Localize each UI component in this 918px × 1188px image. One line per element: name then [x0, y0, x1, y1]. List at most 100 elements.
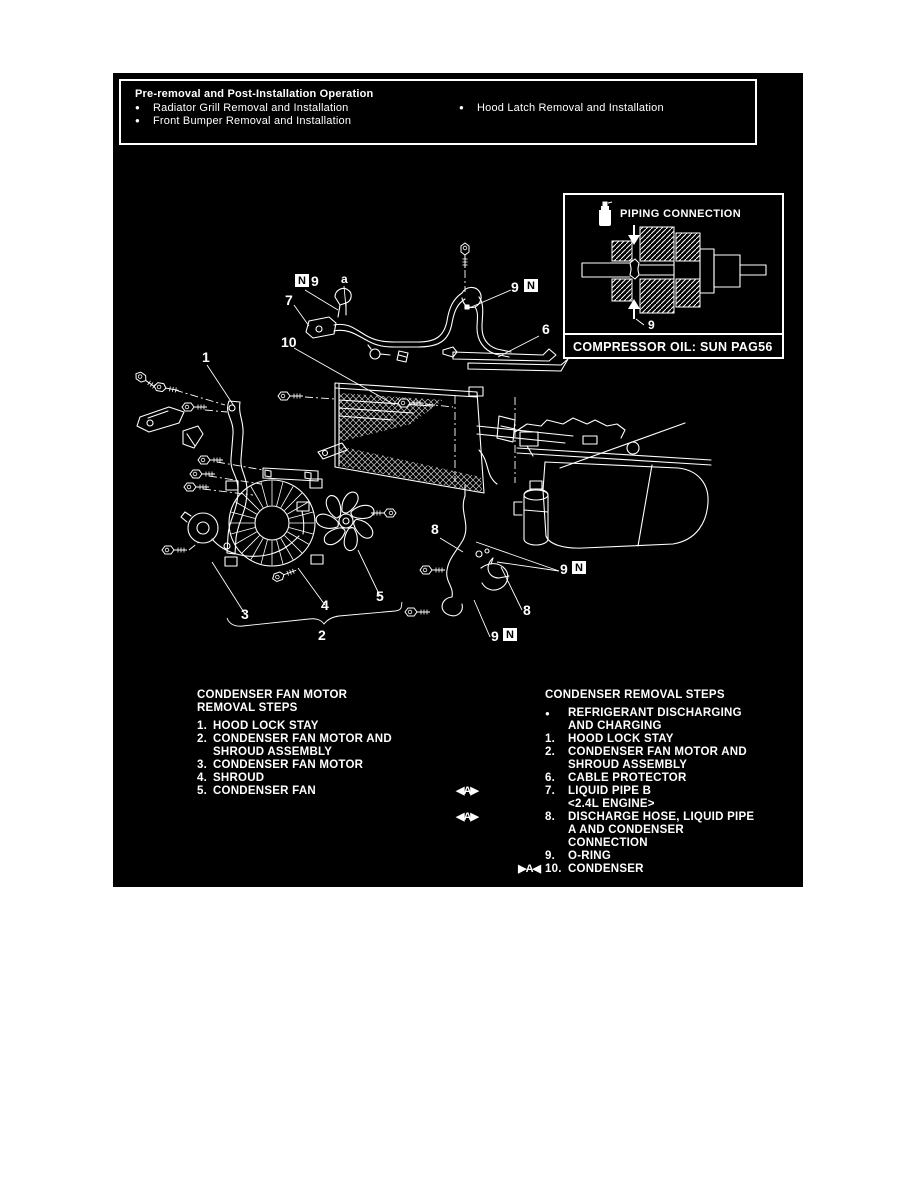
service-marker [456, 707, 545, 733]
step-text: SHROUD ASSEMBLY [213, 746, 333, 758]
step-number: 5. [197, 785, 208, 797]
step-number: 3. [197, 759, 208, 771]
bullet-icon: ● [135, 116, 141, 125]
bolt-drawing [460, 242, 470, 269]
pre-post-item-label: Radiator Grill Removal and Installation [153, 102, 349, 114]
step-item: ◀A▶ 8. DISCHARGE HOSE, LIQUID PIPE A AND… [456, 811, 796, 850]
steps-title: CONDENSER FAN MOTOR REMOVAL STEPS [197, 689, 459, 715]
bolt-drawing [277, 391, 304, 401]
step-text: A AND CONDENSER [568, 824, 684, 836]
callout-1: 1 [202, 349, 210, 365]
n-box [295, 274, 309, 287]
callout-9: 9 [311, 273, 319, 289]
step-number: 2. [197, 733, 208, 745]
pre-post-operation-box: Pre-removal and Post-Installation Operat… [119, 79, 757, 145]
step-item: 6. CABLE PROTECTOR [456, 772, 796, 785]
service-marker-ab: ◀A▶ [456, 785, 479, 797]
step-text: CONDENSER FAN MOTOR [213, 759, 364, 771]
bullet-icon: ● [545, 709, 551, 718]
bolt-drawing [161, 545, 188, 555]
exploded-view-diagram: N 9 a 7 10 9 N 6 1 8 9 N 8 9 N 3 4 5 [133, 242, 712, 644]
callout-n: N [298, 275, 306, 287]
bullet-icon: ● [459, 103, 465, 112]
service-marker [456, 746, 545, 772]
pre-post-item-label: Hood Latch Removal and Installation [477, 102, 664, 114]
bolt-drawing [152, 381, 180, 395]
pre-post-item-label: Front Bumper Removal and Installation [153, 115, 352, 127]
steps-title-line: REMOVAL STEPS [197, 702, 298, 714]
bolt-drawing [181, 402, 208, 412]
step-text: CONDENSER [568, 863, 644, 875]
step-text: REFRIGERANT DISCHARGING [568, 707, 742, 719]
liquid-pipe-b-drawing [305, 286, 512, 358]
callout-3: 3 [241, 606, 249, 622]
step-item: 2. CONDENSER FAN MOTOR AND SHROUD ASSEMB… [456, 746, 796, 772]
bolt-drawing [270, 565, 299, 584]
step-number: 4. [197, 772, 208, 784]
step-text: DISCHARGE HOSE, LIQUID PIPE [568, 811, 755, 823]
o-ring-arrows [628, 225, 645, 326]
pre-post-item: ● Radiator Grill Removal and Installation [135, 102, 349, 114]
service-marker [456, 772, 545, 785]
pre-post-item: ● Hood Latch Removal and Installation [459, 102, 664, 114]
step-item: 2. CONDENSER FAN MOTOR AND SHROUD ASSEMB… [197, 733, 459, 759]
callout-9: 9 [560, 561, 568, 577]
step-text: CONDENSER FAN [213, 785, 316, 797]
condenser-drawing [317, 382, 516, 494]
callout-8: 8 [431, 521, 439, 537]
condenser-removal-steps: CONDENSER REMOVAL STEPS ● REFRIGERANT DI… [456, 689, 796, 876]
step-item: 1. HOOD LOCK STAY [197, 720, 459, 733]
callout-n: N [506, 629, 514, 641]
step-text: LIQUID PIPE B [568, 785, 652, 797]
step-number: 8. [545, 811, 556, 823]
step-number: 1. [545, 733, 556, 745]
bolt-drawing [183, 482, 210, 492]
step-item: 4. SHROUD [197, 772, 459, 785]
callout-a: a [341, 272, 348, 286]
receiver-drier-drawing [487, 480, 549, 579]
piping-connection-inset: PIPING CONNECTION [563, 193, 784, 359]
step-text: CONDENSER FAN MOTOR AND [568, 746, 747, 758]
callout-labels: N 9 a 7 10 9 N 6 1 8 9 N 8 9 N 3 4 5 [202, 272, 586, 644]
callout-9: 9 [491, 628, 499, 644]
oil-can-icon [599, 201, 613, 226]
step-number: 9. [545, 850, 556, 862]
service-marker-ab: ◀A▶ [456, 811, 479, 823]
steps-title-line: CONDENSER FAN MOTOR [197, 689, 348, 701]
shroud-drawing [224, 467, 324, 567]
steps-title: CONDENSER REMOVAL STEPS [545, 689, 725, 701]
step-text: HOOD LOCK STAY [213, 720, 319, 732]
n-box [503, 628, 517, 641]
step-item: 9. O-RING [456, 850, 796, 863]
callout-n: N [575, 562, 583, 574]
callout-8: 8 [523, 602, 531, 618]
step-text: HOOD LOCK STAY [568, 733, 674, 745]
condenser-fan-motor-removal-steps: CONDENSER FAN MOTOR REMOVAL STEPS 1. HOO… [197, 689, 459, 798]
piping-connection-label: PIPING CONNECTION [620, 208, 742, 220]
step-text: SHROUD [213, 772, 265, 784]
pipe-section-lines [581, 248, 767, 294]
pre-post-title: Pre-removal and Post-Installation Operat… [135, 88, 374, 100]
callout-7: 7 [285, 292, 293, 308]
step-number: 1. [197, 720, 208, 732]
step-item: 1. HOOD LOCK STAY [456, 733, 796, 746]
n-box [524, 279, 538, 292]
n-box [572, 561, 586, 574]
service-marker-ba: ▶A◀ [518, 863, 541, 875]
step-text: AND CHARGING [568, 720, 662, 732]
step-item: ◀A▶ 7. LIQUID PIPE B <2.4L ENGINE> [456, 785, 796, 811]
cable-protector-drawing [367, 344, 569, 372]
compressor-oil-note: COMPRESSOR OIL: SUN PAG56 [565, 333, 782, 357]
step-number: 10. [545, 863, 562, 875]
piping-cross-section-drawing: 9 [581, 225, 767, 331]
front-end-drawing [476, 417, 712, 549]
step-text: CABLE PROTECTOR [568, 772, 687, 784]
step-number: 2. [545, 746, 556, 758]
step-item: 3. CONDENSER FAN MOTOR [197, 759, 459, 772]
callout-6: 6 [542, 321, 550, 337]
bullet-icon: ● [135, 103, 141, 112]
step-text: CONNECTION [568, 837, 648, 849]
bolt-drawing [404, 607, 431, 617]
step-text: O-RING [568, 850, 612, 862]
